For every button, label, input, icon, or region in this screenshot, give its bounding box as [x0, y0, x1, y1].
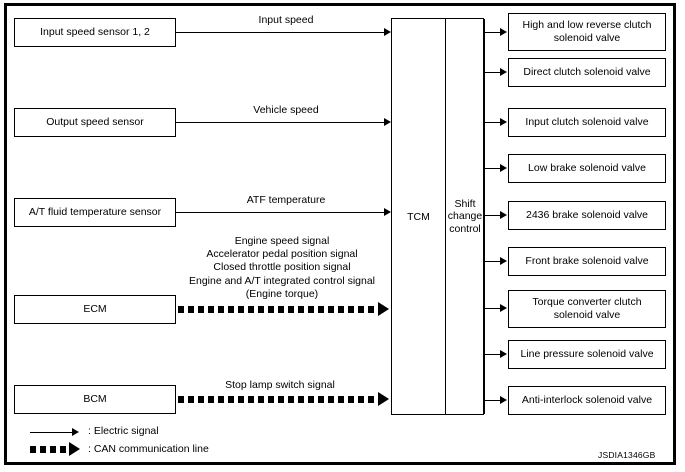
output-box-label: Low brake solenoid valve: [528, 162, 646, 175]
connector-output-6: [484, 261, 502, 262]
input-box-bcm: BCM: [14, 385, 176, 414]
arrowhead-output-7: [500, 304, 507, 312]
arrowhead-output-1: [500, 28, 507, 36]
controller-tcm-label: TCM: [407, 210, 430, 223]
output-box-low-brake-solenoid-valve: Low brake solenoid valve: [508, 154, 666, 183]
can-connector-bcm: [178, 396, 378, 403]
connector-atf-temperature: [176, 212, 384, 213]
output-box-anti-interlock-solenoid-valve: Anti-interlock solenoid valve: [508, 386, 666, 415]
signal-label-input-speed: Input speed: [258, 14, 314, 26]
arrowhead-output-2: [500, 68, 507, 76]
input-box-label: A/T fluid temperature sensor: [28, 206, 162, 219]
input-box-label: ECM: [83, 303, 107, 316]
legend-label-can-communication-line: : CAN communication line: [88, 443, 209, 455]
output-box-label: High and low reverse clutch solenoid val…: [522, 19, 652, 44]
diagram-border: [4, 3, 676, 465]
connector-output-1: [484, 32, 502, 33]
legend-electric-signal-arrowhead: [72, 428, 79, 436]
legend-can-arrowhead: [69, 442, 80, 456]
input-box-input-speed-sensor: Input speed sensor 1, 2: [14, 18, 176, 47]
output-box-label: Input clutch solenoid valve: [525, 116, 649, 129]
output-box-label: Anti-interlock solenoid valve: [521, 394, 653, 407]
output-box-torque-converter-clutch-solenoid-valve: Torque converter clutch solenoid valve: [508, 290, 666, 328]
arrowhead-output-6: [500, 257, 507, 265]
arrowhead-output-8: [500, 350, 507, 358]
input-box-label: BCM: [83, 393, 107, 406]
connector-output-7: [484, 308, 502, 309]
output-box-input-clutch-solenoid-valve: Input clutch solenoid valve: [508, 108, 666, 137]
output-box-label: 2436 brake solenoid valve: [525, 209, 648, 222]
reference-code: JSDIA1346GB: [598, 450, 656, 460]
legend-can-line: [30, 446, 70, 453]
output-box-label: Torque converter clutch solenoid valve: [532, 296, 642, 321]
output-box-line-pressure-solenoid-valve: Line pressure solenoid valve: [508, 340, 666, 369]
arrowhead-vehicle-speed: [384, 118, 391, 126]
input-box-ecm: ECM: [14, 295, 176, 324]
output-distribution-bus: [484, 32, 485, 400]
output-box-2436-brake-solenoid-valve: 2436 brake solenoid valve: [508, 201, 666, 230]
connector-output-3: [484, 122, 502, 123]
connector-input-speed: [176, 32, 384, 33]
arrowhead-input-speed: [384, 28, 391, 36]
arrowhead-output-5: [500, 211, 507, 219]
output-box-direct-clutch-solenoid-valve: Direct clutch solenoid valve: [508, 58, 666, 87]
can-connector-ecm: [178, 306, 378, 313]
signal-label-bcm: Stop lamp switch signal: [225, 379, 335, 391]
connector-output-5: [484, 215, 502, 216]
arrowhead-output-3: [500, 118, 507, 126]
output-box-label: Front brake solenoid valve: [525, 255, 649, 268]
arrowhead-output-9: [500, 396, 507, 404]
controller-tcm: TCM Shift change control: [391, 18, 485, 415]
arrowhead-atf-temperature: [384, 208, 391, 216]
input-box-output-speed-sensor: Output speed sensor: [14, 108, 176, 137]
signal-label-vehicle-speed: Vehicle speed: [253, 104, 319, 116]
output-box-label: Direct clutch solenoid valve: [523, 66, 651, 79]
input-box-label: Output speed sensor: [46, 116, 144, 129]
legend-electric-signal-line: [30, 432, 74, 433]
connector-vehicle-speed: [176, 122, 384, 123]
signal-label-ecm: Engine speed signal Accelerator pedal po…: [188, 235, 376, 300]
connector-output-4: [484, 168, 502, 169]
output-box-label: Line pressure solenoid valve: [520, 348, 654, 361]
legend-label-electric-signal: : Electric signal: [88, 425, 159, 437]
arrowhead-output-4: [500, 164, 507, 172]
signal-label-atf-temperature: ATF temperature: [246, 194, 326, 206]
connector-output-9: [484, 400, 502, 401]
can-arrowhead-ecm: [378, 302, 389, 316]
can-arrowhead-bcm: [378, 392, 389, 406]
input-box-label: Input speed sensor 1, 2: [40, 26, 150, 39]
connector-output-2: [484, 72, 502, 73]
input-box-at-fluid-temperature-sensor: A/T fluid temperature sensor: [14, 198, 176, 227]
connector-output-8: [484, 354, 502, 355]
output-box-front-brake-solenoid-valve: Front brake solenoid valve: [508, 247, 666, 276]
controller-shift-change-control: Shift change control: [445, 19, 485, 414]
output-box-high-and-low-reverse-clutch-solenoid-valve: High and low reverse clutch solenoid val…: [508, 13, 666, 51]
